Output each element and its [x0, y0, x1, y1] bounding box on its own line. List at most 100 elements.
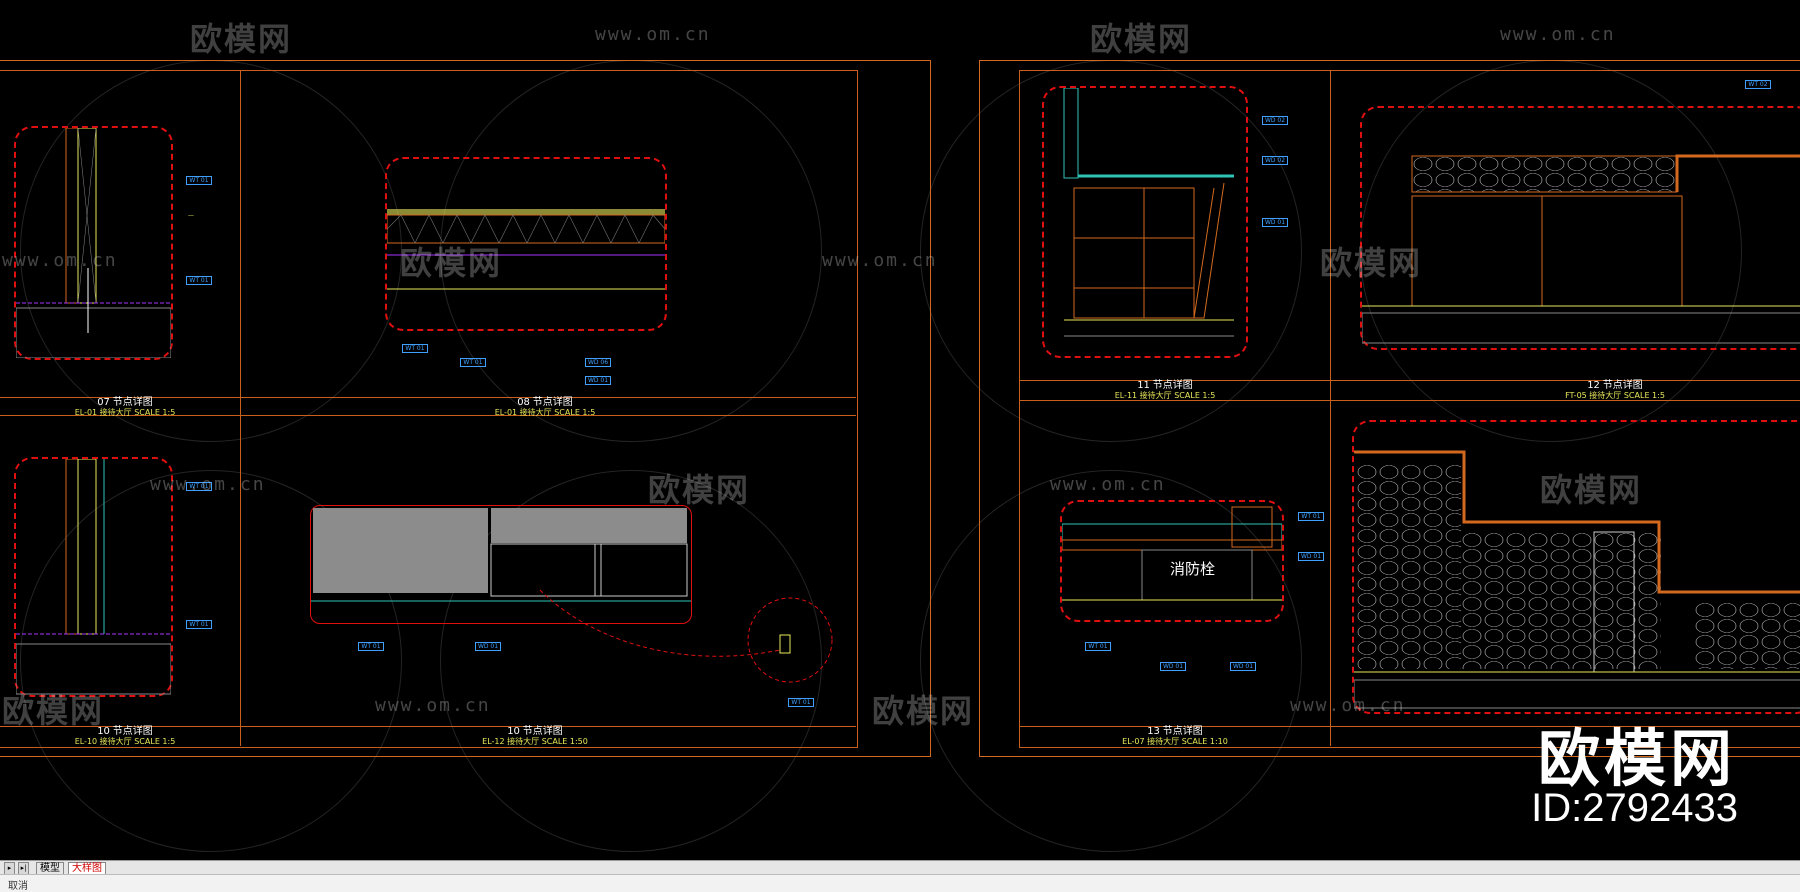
counter-section-drawing — [1362, 154, 1800, 344]
gray-panel — [313, 508, 488, 593]
material-tag: WT 01 — [186, 620, 212, 629]
detail-location: 接待大厅 — [1139, 391, 1172, 400]
material-tag: WT 01 — [460, 358, 486, 367]
detail-07-title: 07 节点详图 EL-01 接待大厅 SCALE 1:5 — [50, 398, 200, 418]
material-tag: WD 01 — [475, 642, 501, 651]
watermark-brand: 欧模网 — [872, 692, 975, 730]
detail-code: 12 — [1587, 380, 1600, 391]
material-tag: WT 01 — [402, 344, 428, 353]
watermark-url: www.om.cn — [375, 695, 491, 716]
detail-location: 接待大厅 — [99, 408, 132, 417]
divider — [0, 415, 856, 416]
detail-12-title: 12 节点详图 FT-05 接待大厅 SCALE 1:5 — [1540, 381, 1690, 401]
material-tag: WT 01 — [186, 176, 212, 185]
material-tag: WT 02 — [1745, 80, 1771, 89]
divider — [1019, 726, 1800, 727]
watermark-circle — [920, 470, 1302, 852]
detail-ref: EL-10 — [74, 737, 98, 746]
divider — [1330, 70, 1331, 746]
right-sheet-frame — [1019, 70, 1800, 748]
wall-section-drawing — [16, 128, 171, 358]
detail-scale: SCALE 1:5 — [1174, 391, 1216, 400]
left-sheet-frame — [0, 70, 858, 748]
detail-10b-title: 10 节点详图 EL-12 接待大厅 SCALE 1:50 — [450, 727, 620, 747]
watermark-brand: 欧模网 — [400, 244, 503, 282]
detail-code: 08 — [517, 397, 530, 408]
watermark-url: www.om.cn — [2, 250, 118, 271]
detail-leader-curve — [539, 589, 833, 683]
ceiling-section-drawing — [387, 209, 665, 290]
watermark-circle — [440, 470, 822, 852]
brand-logo-text: 欧模网 — [1537, 722, 1736, 795]
drawing-canvas[interactable]: WT 01 WT 01 — 07 节点详图 EL-01 接待大厅 SCALE 1… — [0, 0, 1800, 860]
detail-scale: SCALE 1:5 — [134, 737, 176, 746]
detail-ref: EL-12 — [482, 737, 505, 746]
material-tag: WD 01 — [1298, 552, 1324, 561]
stone-wall-detail-callout[interactable] — [1352, 420, 1800, 714]
watermark-url: www.om.cn — [1050, 474, 1166, 495]
wall-section-drawing — [16, 459, 171, 695]
detail-scale: SCALE 1:50 — [541, 737, 588, 746]
command-line[interactable]: 取消 — [0, 874, 1800, 892]
elevation-drawing — [311, 543, 691, 602]
material-tag: WD 06 — [585, 358, 611, 367]
stone-fill — [1694, 602, 1800, 669]
divider — [0, 397, 856, 398]
detail-11-title: 11 节点详图 EL-11 接待大厅 SCALE 1:5 — [1090, 381, 1240, 401]
right-sheet-border — [979, 60, 1800, 757]
material-tag: WT 01 — [186, 482, 212, 491]
detail-13-callout[interactable]: 消防栓 — [1060, 500, 1284, 622]
divider — [1019, 400, 1800, 401]
material-tag: WD 01 — [1262, 218, 1288, 227]
detail-ref: EL-01 — [74, 408, 98, 417]
divider — [240, 70, 241, 746]
detail-scale: SCALE 1:5 — [134, 408, 176, 417]
detail-code: 10 — [507, 726, 520, 737]
detail-08-callout[interactable] — [385, 157, 667, 331]
material-tag: WD 01 — [1230, 662, 1256, 671]
detail-scale: SCALE 1:10 — [1181, 737, 1228, 746]
watermark-brand: 欧模网 — [1090, 20, 1193, 58]
detail-location: 接待大厅 — [1147, 737, 1180, 746]
stone-fill — [1412, 156, 1677, 192]
detail-location: 接待大厅 — [99, 737, 132, 746]
asset-id: ID:2792433 — [1531, 786, 1738, 830]
material-tag: WD 02 — [1262, 156, 1288, 165]
elevation-el12-callout[interactable] — [310, 505, 692, 624]
detail-name: 节点详图 — [1152, 380, 1193, 391]
detail-13-title: 13 节点详图 EL-07 接待大厅 SCALE 1:10 — [1100, 727, 1250, 747]
detail-name: 节点详图 — [1162, 726, 1203, 737]
material-tag: WD 01 — [1160, 662, 1186, 671]
watermark-url: www.om.cn — [150, 474, 266, 495]
material-tag: WT 01 — [788, 698, 814, 707]
detail-scale: SCALE 1:5 — [554, 408, 596, 417]
detail-code: 10 — [97, 726, 110, 737]
detail-location: 接待大厅 — [507, 737, 540, 746]
detail-name: 节点详图 — [522, 726, 563, 737]
left-sheet-border — [0, 60, 931, 757]
detail-12-callout[interactable] — [1360, 106, 1800, 350]
detail-name: 节点详图 — [532, 397, 573, 408]
detail-11-callout[interactable] — [1042, 86, 1248, 358]
material-tag: WT 01 — [186, 276, 212, 285]
detail-name: 节点详图 — [1602, 380, 1643, 391]
detail-code: 11 — [1137, 380, 1150, 391]
detail-10-callout[interactable] — [14, 457, 173, 697]
detail-name: 节点详图 — [112, 397, 153, 408]
detail-code: 13 — [1147, 726, 1160, 737]
watermark-url: www.om.cn — [822, 250, 938, 271]
detail-scale: SCALE 1:5 — [1623, 391, 1665, 400]
stone-fill — [1461, 532, 1661, 669]
hydrant-section-drawing — [1062, 506, 1282, 601]
stone-wall-drawing — [1354, 450, 1800, 709]
stone-fill — [1356, 464, 1461, 669]
divider — [1019, 380, 1800, 381]
gray-panel — [491, 508, 687, 543]
tab-model[interactable]: 模型 — [36, 862, 64, 875]
detail-07-callout[interactable] — [14, 126, 173, 360]
detail-ref: EL-01 — [494, 408, 518, 417]
watermark-circle — [20, 470, 402, 852]
detail-location: 接待大厅 — [1589, 391, 1622, 400]
watermark-brand: 欧模网 — [1540, 471, 1643, 509]
watermark-brand: 欧模网 — [2, 692, 105, 730]
